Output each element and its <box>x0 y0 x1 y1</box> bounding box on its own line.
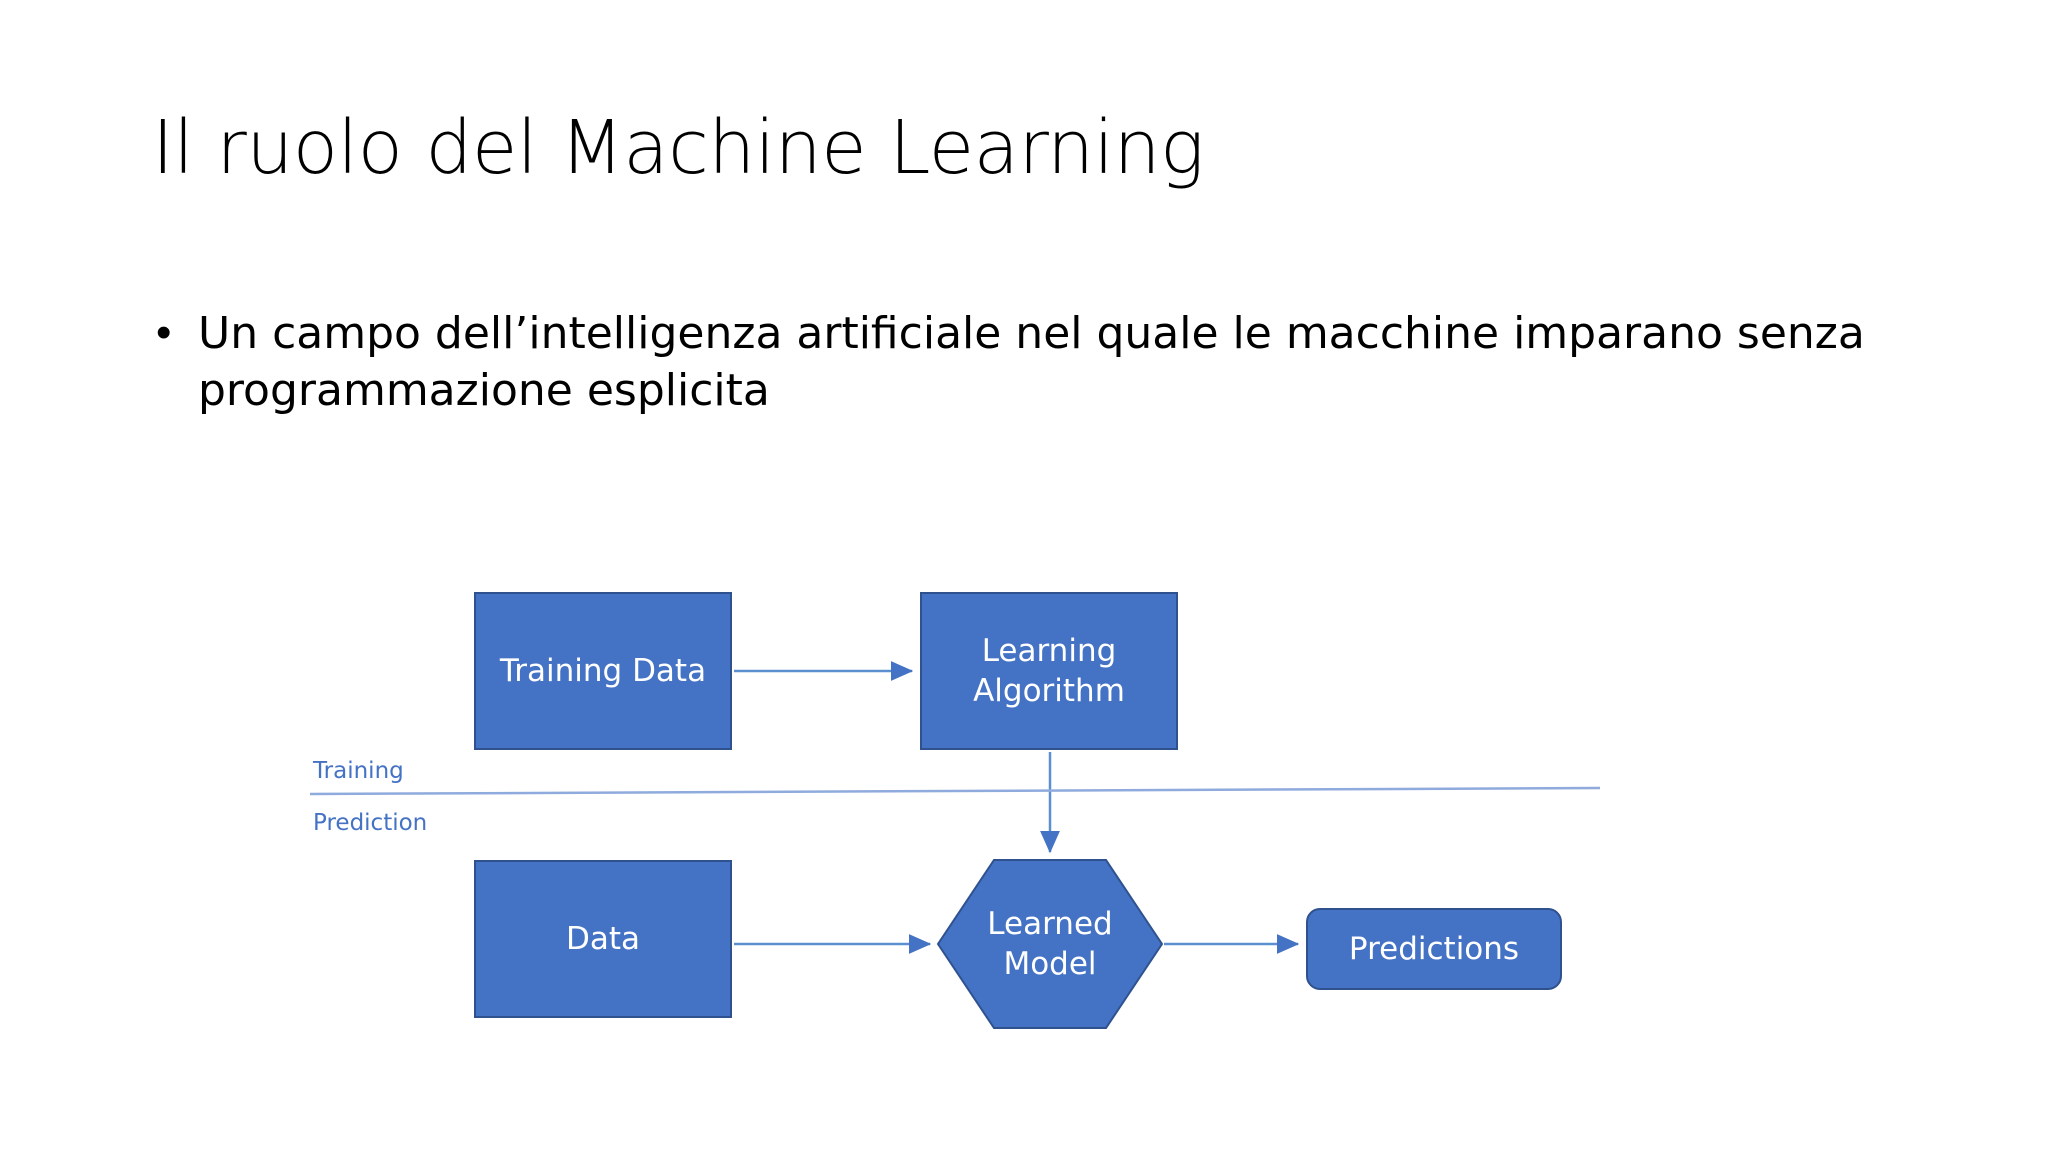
diagram-node-predictions[interactable]: Predictions <box>1306 908 1562 990</box>
diagram-connectors-layer <box>309 661 1601 1029</box>
learning-algorithm-label-line1: Learning <box>981 632 1117 669</box>
learning-algorithm-label-line2: Algorithm <box>973 673 1125 709</box>
phase-divider-line <box>309 786 1601 796</box>
body-text-block: • Un campo dell’intelligenza artificiale… <box>152 305 1942 419</box>
diagram-node-learning-algorithm[interactable]: Learning Algorithm <box>920 592 1178 750</box>
diagram-node-learned-model[interactable]: Learned Model <box>938 860 1162 1028</box>
phase-label-prediction: Prediction <box>313 810 428 836</box>
bullet-marker-icon: • <box>156 308 172 357</box>
diagram-node-training-data[interactable]: Training Data <box>474 592 732 750</box>
diagram-node-learned-model-label: Learned Model <box>938 860 1162 1028</box>
diagram-node-learning-algorithm-label: Learning Algorithm <box>973 631 1125 712</box>
diagram-node-data-label: Data <box>565 920 641 957</box>
diagram-node-data[interactable]: Data <box>474 860 732 1018</box>
diagram-node-predictions-label: Predictions <box>1348 930 1520 967</box>
ml-pipeline-diagram: Training Data Learning Algorithm Data Le… <box>0 540 2048 1070</box>
learned-model-hexagon-shape <box>936 859 1164 1029</box>
page-title: Il ruolo del Machine Learning <box>152 105 1204 191</box>
bullet-item: • Un campo dell’intelligenza artificiale… <box>152 305 1942 419</box>
diagram-node-training-data-label: Training Data <box>499 652 707 689</box>
phase-label-training: Training <box>313 758 404 784</box>
bullet-text: Un campo dell’intelligenza artificiale n… <box>198 308 1865 417</box>
learned-model-label-line2: Model <box>1003 946 1097 982</box>
learned-model-label-line1: Learned <box>987 905 1113 942</box>
